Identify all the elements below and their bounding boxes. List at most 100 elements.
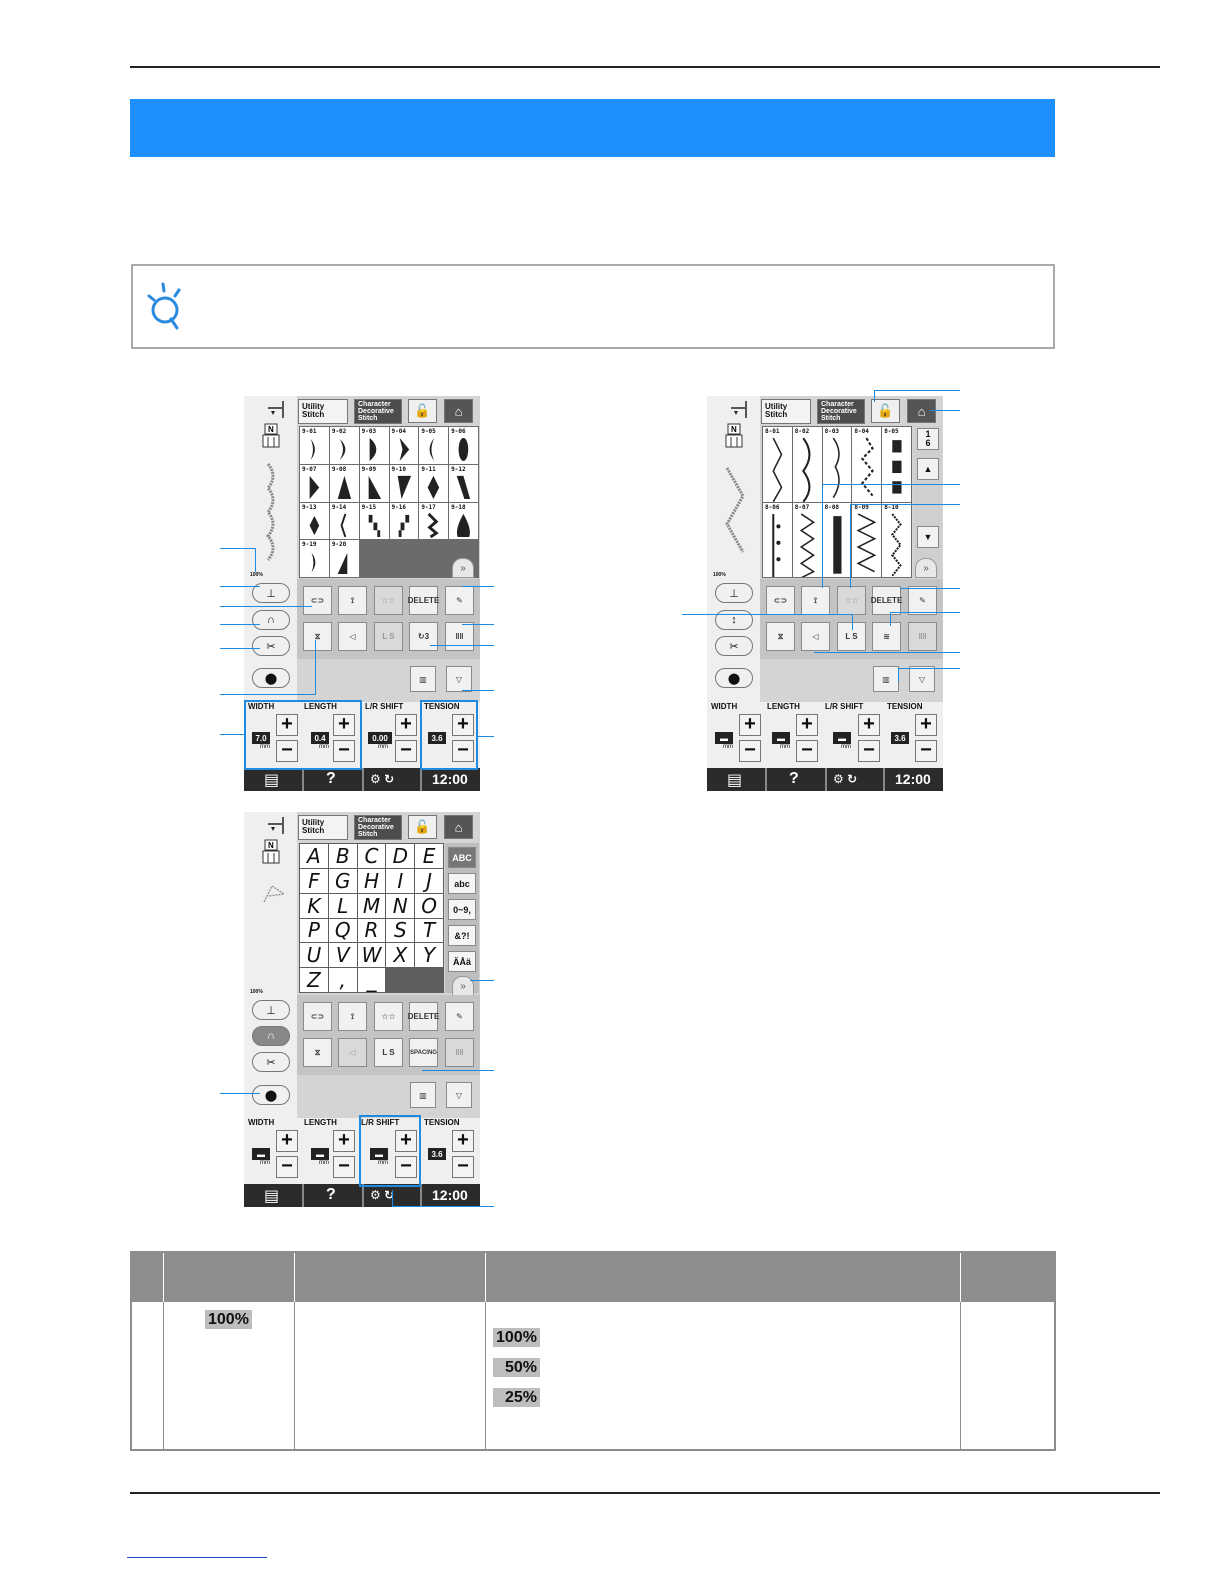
stitch-cell[interactable]: 8-02 bbox=[792, 427, 822, 502]
lr-shift-plus-button[interactable]: + bbox=[858, 714, 880, 736]
book-button[interactable]: ▥ bbox=[410, 666, 436, 692]
memory-button[interactable]: ☆☆ bbox=[837, 586, 866, 615]
length-minus-button[interactable]: − bbox=[333, 1156, 355, 1178]
width-plus-button[interactable]: + bbox=[276, 714, 298, 736]
stitch-cell[interactable]: 9-03 bbox=[359, 427, 389, 464]
reverse-stitch-button[interactable]: ∩ bbox=[252, 610, 290, 630]
letter-cell[interactable]: L bbox=[328, 893, 357, 918]
width-minus-button[interactable]: − bbox=[739, 740, 761, 762]
width-minus-button[interactable]: − bbox=[276, 1156, 298, 1178]
thread-cutter-button[interactable]: ✂ bbox=[252, 1052, 290, 1072]
tension-plus-button[interactable]: + bbox=[452, 1130, 474, 1152]
home-button[interactable]: ⌂ bbox=[444, 399, 473, 423]
needle-position-button[interactable]: ⬤ bbox=[715, 668, 753, 688]
stitch-cell[interactable]: 9-19 bbox=[300, 540, 329, 577]
image-key-button[interactable]: ⊂⊃ bbox=[766, 586, 795, 615]
thread-cutter-button[interactable]: ✂ bbox=[252, 636, 290, 656]
tension-minus-button[interactable]: − bbox=[915, 740, 937, 762]
twin-needle-button[interactable]: ‖‖ bbox=[445, 1038, 474, 1067]
letter-cell[interactable]: W bbox=[357, 943, 386, 968]
letter-cell[interactable]: E bbox=[415, 844, 443, 868]
letter-cell[interactable]: O bbox=[415, 893, 443, 918]
stitch-end-button[interactable]: ↕ bbox=[715, 610, 753, 630]
width-minus-button[interactable]: − bbox=[276, 740, 298, 762]
letter-cell[interactable]: G bbox=[328, 868, 357, 893]
tension-minus-button[interactable]: − bbox=[452, 1156, 474, 1178]
stitch-cell[interactable]: 9-04 bbox=[389, 427, 419, 464]
tab-utility-stitch[interactable]: Utility Stitch bbox=[298, 815, 348, 840]
tension-plus-button[interactable]: + bbox=[915, 714, 937, 736]
image-key-button[interactable]: ⊂⊃ bbox=[303, 586, 332, 615]
needle-position-button[interactable]: ⬤ bbox=[252, 1085, 290, 1105]
tab-utility-stitch[interactable]: Utility Stitch bbox=[298, 399, 348, 424]
stitch-cell[interactable]: 9-05 bbox=[419, 427, 449, 464]
book-button[interactable]: ▥ bbox=[873, 666, 899, 692]
letter-cell[interactable]: S bbox=[386, 918, 415, 943]
document-icon[interactable]: ▤ bbox=[727, 772, 743, 789]
pocket-button[interactable]: ▽ bbox=[909, 666, 935, 692]
tab-utility-stitch[interactable]: Utility Stitch bbox=[761, 399, 811, 424]
length-minus-button[interactable]: − bbox=[333, 740, 355, 762]
category-uppercase-button[interactable]: ABC bbox=[448, 847, 476, 868]
stitch-cell[interactable]: 8-03 bbox=[822, 427, 852, 502]
category-lowercase-button[interactable]: abc bbox=[448, 873, 476, 894]
letter-cell[interactable]: N bbox=[386, 893, 415, 918]
scroll-down-button[interactable]: ▼ bbox=[917, 526, 939, 548]
stitch-cell[interactable]: 8-05 bbox=[882, 427, 911, 502]
stitch-cell[interactable]: 9-12 bbox=[449, 464, 478, 502]
pocket-button[interactable]: ▽ bbox=[446, 666, 472, 692]
letter-cell[interactable]: H bbox=[357, 868, 386, 893]
sewing-mode-icon[interactable]: ⚙ ↻ bbox=[370, 772, 395, 786]
memory-button[interactable]: ☆☆ bbox=[374, 586, 403, 615]
letter-cell[interactable]: , bbox=[328, 968, 357, 992]
size-ls-button[interactable]: L S bbox=[837, 622, 866, 651]
delete-button[interactable]: DELETE bbox=[871, 586, 902, 615]
lock-button[interactable]: 🔓 bbox=[871, 399, 900, 423]
mirror-horizontal-button[interactable]: ◁ bbox=[338, 1038, 367, 1067]
document-icon[interactable]: ▤ bbox=[264, 1188, 280, 1205]
scroll-up-button[interactable]: ▲ bbox=[917, 458, 939, 480]
stitch-cell[interactable]: 9-01 bbox=[300, 427, 329, 464]
twin-needle-button[interactable]: ‖‖ bbox=[445, 622, 474, 651]
letter-cell[interactable]: J bbox=[415, 868, 443, 893]
stitch-cell[interactable]: 9-10 bbox=[389, 464, 419, 502]
mirror-vertical-button[interactable]: ⧖ bbox=[766, 622, 795, 651]
tension-minus-button[interactable]: − bbox=[452, 740, 474, 762]
letter-cell[interactable]: U bbox=[300, 943, 328, 968]
lock-button[interactable]: 🔓 bbox=[408, 399, 437, 423]
letter-cell[interactable]: K bbox=[300, 893, 328, 918]
edit-pattern-button[interactable]: ⟟ bbox=[801, 586, 830, 615]
letter-cell[interactable]: A bbox=[300, 844, 328, 868]
letter-cell[interactable]: Q bbox=[328, 918, 357, 943]
letter-cell[interactable]: X bbox=[386, 943, 415, 968]
home-button[interactable]: ⌂ bbox=[907, 399, 936, 423]
footer-link[interactable] bbox=[127, 1557, 267, 1558]
stitch-cell[interactable]: 9-06 bbox=[449, 427, 478, 464]
needle-position-button[interactable]: ⬤ bbox=[252, 668, 290, 688]
lock-button[interactable]: 🔓 bbox=[408, 815, 437, 839]
tab-character-decorative[interactable]: Character Decorative Stitch bbox=[817, 399, 865, 424]
tension-plus-button[interactable]: + bbox=[452, 714, 474, 736]
stitch-cell[interactable]: 8-06 bbox=[763, 502, 792, 577]
reverse-stitch-button[interactable]: ∩ bbox=[252, 1026, 290, 1046]
expand-chevron-button[interactable]: » bbox=[915, 558, 937, 578]
image-key-button[interactable]: ⊂⊃ bbox=[303, 1002, 332, 1031]
stitch-cell[interactable]: 8-07 bbox=[792, 502, 822, 577]
lr-shift-minus-button[interactable]: − bbox=[858, 740, 880, 762]
sewing-mode-icon[interactable]: ⚙ ↻ bbox=[370, 1188, 395, 1202]
stitch-cell[interactable]: 9-15 bbox=[359, 502, 389, 540]
mirror-vertical-button[interactable]: ⧖ bbox=[303, 1038, 332, 1067]
help-button[interactable]: ? bbox=[789, 770, 799, 787]
presser-foot-lift-button[interactable]: ⊥ bbox=[252, 583, 290, 603]
letter-cell[interactable]: P bbox=[300, 918, 328, 943]
twin-needle-button[interactable]: ‖‖ bbox=[908, 622, 937, 651]
length-plus-button[interactable]: + bbox=[333, 714, 355, 736]
size-percent-label[interactable]: 100% bbox=[250, 572, 263, 578]
letter-cell[interactable]: Y bbox=[415, 943, 443, 968]
size-percent-label[interactable]: 100% bbox=[713, 572, 726, 578]
expand-chevron-button[interactable]: » bbox=[452, 558, 474, 578]
memory-button[interactable]: ☆☆ bbox=[374, 1002, 403, 1031]
delete-button[interactable]: DELETE bbox=[408, 586, 439, 615]
letter-cell[interactable]: D bbox=[386, 844, 415, 868]
length-minus-button[interactable]: − bbox=[796, 740, 818, 762]
